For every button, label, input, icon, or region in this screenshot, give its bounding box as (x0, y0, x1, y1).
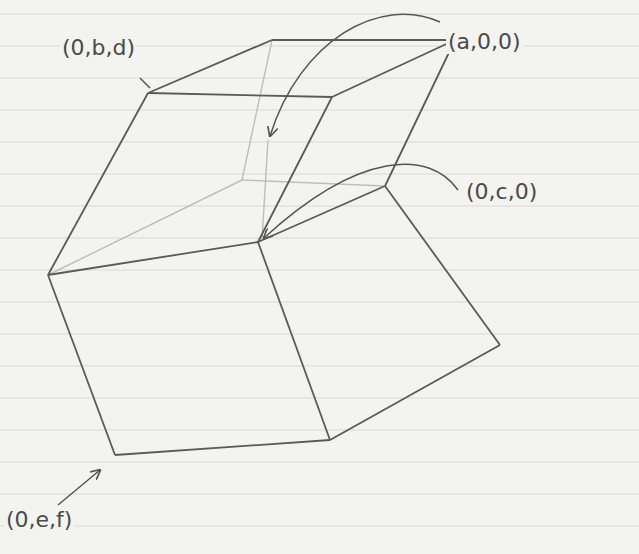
point-label: (a,0,0) (446, 30, 523, 54)
parallelepiped-edges (48, 40, 500, 455)
point-label: (0,e,f) (4, 508, 74, 532)
hidden-edges (48, 40, 385, 275)
leader-lines (58, 14, 458, 505)
ruled-lines (0, 14, 639, 526)
point-label: (0,c,0) (464, 180, 539, 204)
point-label: (0,b,d) (60, 36, 137, 60)
